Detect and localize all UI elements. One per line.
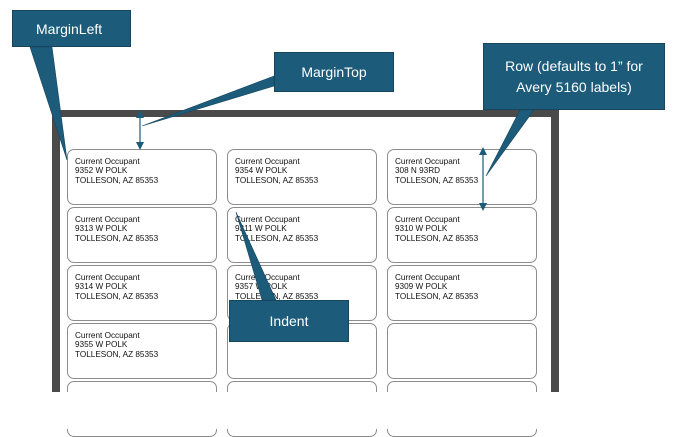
label-line-city: TOLLESON, AZ 85353 bbox=[395, 291, 479, 301]
row-pointer bbox=[485, 109, 535, 177]
address-label: Current Occupant 308 N 93RD TOLLESON, AZ… bbox=[387, 149, 537, 205]
page-cutoff bbox=[0, 392, 680, 429]
address-label: Current Occupant 9309 W POLK TOLLESON, A… bbox=[387, 265, 537, 321]
marginleft-callout: MarginLeft bbox=[12, 10, 131, 47]
label-line-name: Current Occupant bbox=[75, 157, 140, 166]
label-line-name: Current Occupant bbox=[395, 215, 460, 224]
empty-label bbox=[387, 323, 537, 379]
margintop-pointer bbox=[141, 75, 275, 127]
label-line-street: 9354 W POLK bbox=[235, 166, 288, 176]
address-label: Current Occupant 9310 W POLK TOLLESON, A… bbox=[387, 207, 537, 263]
marginleft-pointer bbox=[29, 46, 68, 161]
label-line-city: TOLLESON, AZ 85353 bbox=[75, 291, 159, 301]
label-line-street: 308 N 93RD bbox=[395, 166, 441, 176]
label-line-name: Current Occupant bbox=[75, 273, 140, 282]
margintop-callout: MarginTop bbox=[274, 52, 394, 92]
label-line-name: Current Occupant bbox=[395, 273, 460, 282]
label-line-city: TOLLESON, AZ 85353 bbox=[395, 233, 479, 243]
address-label: Current Occupant 9355 W POLK TOLLESON, A… bbox=[67, 323, 217, 379]
address-label: Current Occupant 9313 W POLK TOLLESON, A… bbox=[67, 207, 217, 263]
label-line-city: TOLLESON, AZ 85353 bbox=[235, 175, 319, 185]
indent-callout: Indent bbox=[229, 300, 349, 342]
label-line-name: Current Occupant bbox=[235, 273, 300, 282]
label-line-street: 9313 W POLK bbox=[75, 224, 128, 234]
label-line-street: 9311 W POLK bbox=[235, 224, 287, 234]
label-line-street: 9355 W POLK bbox=[75, 340, 128, 350]
label-line-city: TOLLESON, AZ 85353 bbox=[75, 175, 159, 185]
label-line-city: TOLLESON, AZ 85353 bbox=[235, 233, 319, 243]
label-line-street: 9309 W POLK bbox=[395, 282, 448, 292]
label-line-city: TOLLESON, AZ 85353 bbox=[235, 291, 319, 301]
label-line-name: Current Occupant bbox=[235, 215, 300, 224]
indent-pointer bbox=[235, 211, 277, 301]
label-line-name: Current Occupant bbox=[75, 215, 140, 224]
row-callout: Row (defaults to 1” for Avery 5160 label… bbox=[483, 43, 665, 110]
address-label: Current Occupant 9314 W POLK TOLLESON, A… bbox=[67, 265, 217, 321]
label-line-street: 9314 W POLK bbox=[75, 282, 128, 292]
label-line-street: 9352 W POLK bbox=[75, 166, 128, 176]
label-line-city: TOLLESON, AZ 85353 bbox=[395, 175, 479, 185]
label-line-city: TOLLESON, AZ 85353 bbox=[75, 233, 159, 243]
label-line-name: Current Occupant bbox=[235, 157, 300, 166]
label-line-name: Current Occupant bbox=[395, 157, 460, 166]
label-line-name: Current Occupant bbox=[75, 331, 140, 340]
label-line-street: 9310 W POLK bbox=[395, 224, 448, 234]
label-line-city: TOLLESON, AZ 85353 bbox=[75, 349, 159, 359]
address-label: Current Occupant 9352 W POLK TOLLESON, A… bbox=[67, 149, 217, 205]
address-label: Current Occupant 9354 W POLK TOLLESON, A… bbox=[227, 149, 377, 205]
